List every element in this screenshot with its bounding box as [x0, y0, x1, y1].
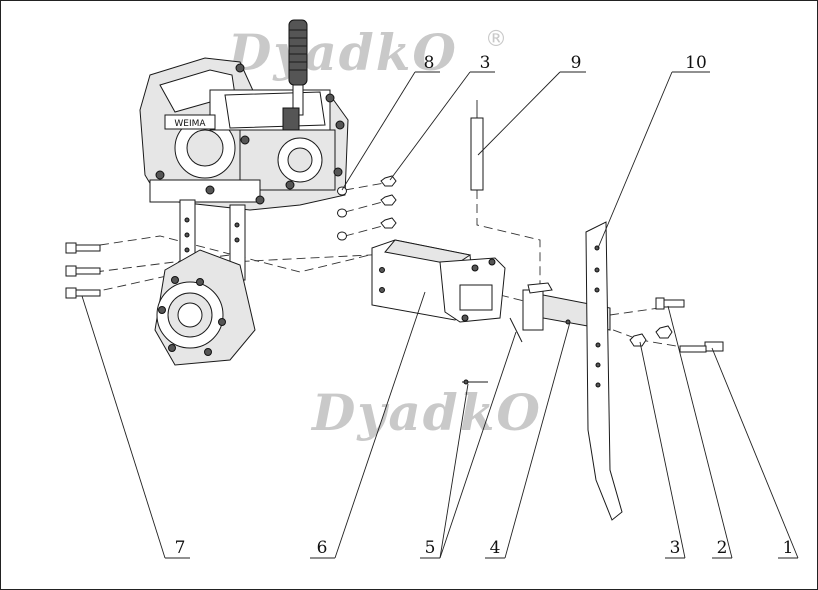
- watermark-top: DyadkO ®: [226, 23, 507, 82]
- callout-5: 5: [425, 538, 436, 558]
- logo-plate: [164, 114, 216, 130]
- part-2-bolt: [655, 297, 685, 310]
- part-5-clip-pins: [462, 317, 523, 385]
- leader-lines: [81, 71, 799, 559]
- part-6-bracket: [371, 239, 506, 323]
- lower-hub-housing: [154, 249, 256, 366]
- bolt-7a: [65, 242, 101, 254]
- watermark-registered-top: ®: [485, 27, 507, 52]
- watermark-text-bottom: DyadkO: [310, 383, 542, 442]
- mounting-plates: [179, 199, 246, 281]
- part-3-nuts-top: [380, 175, 397, 229]
- callout-9: 9: [571, 53, 582, 73]
- callout-4: 4: [490, 538, 501, 558]
- engine-logo-text: WEIMA: [174, 119, 206, 129]
- part-4-hitch: [522, 282, 611, 331]
- part-3-nuts-bottom: [629, 325, 673, 347]
- callout-3-top: 3: [480, 53, 491, 73]
- part-8-washers: [337, 186, 347, 241]
- callout-6: 6: [317, 538, 328, 558]
- bolt-7c: [65, 287, 101, 299]
- part-7-bolts: [65, 242, 101, 299]
- callout-2: 2: [717, 538, 728, 558]
- callout-labels: 10 9 3 8 7 6 5 4 3 2 1: [175, 53, 794, 558]
- part-1-bolt: [679, 341, 724, 353]
- callout-7: 7: [175, 538, 186, 558]
- callout-3-bottom: 3: [670, 538, 681, 558]
- gear-shift-lever: [282, 19, 308, 131]
- part-9-pin: [470, 100, 484, 191]
- callout-1: 1: [783, 538, 794, 558]
- callout-8: 8: [424, 53, 435, 73]
- watermark-bottom: DyadkO ®: [310, 383, 612, 442]
- bolt-7b: [65, 265, 101, 277]
- bolt-heads: [155, 63, 345, 205]
- part-10-plough-shank: [585, 221, 623, 521]
- callout-10: 10: [685, 53, 707, 73]
